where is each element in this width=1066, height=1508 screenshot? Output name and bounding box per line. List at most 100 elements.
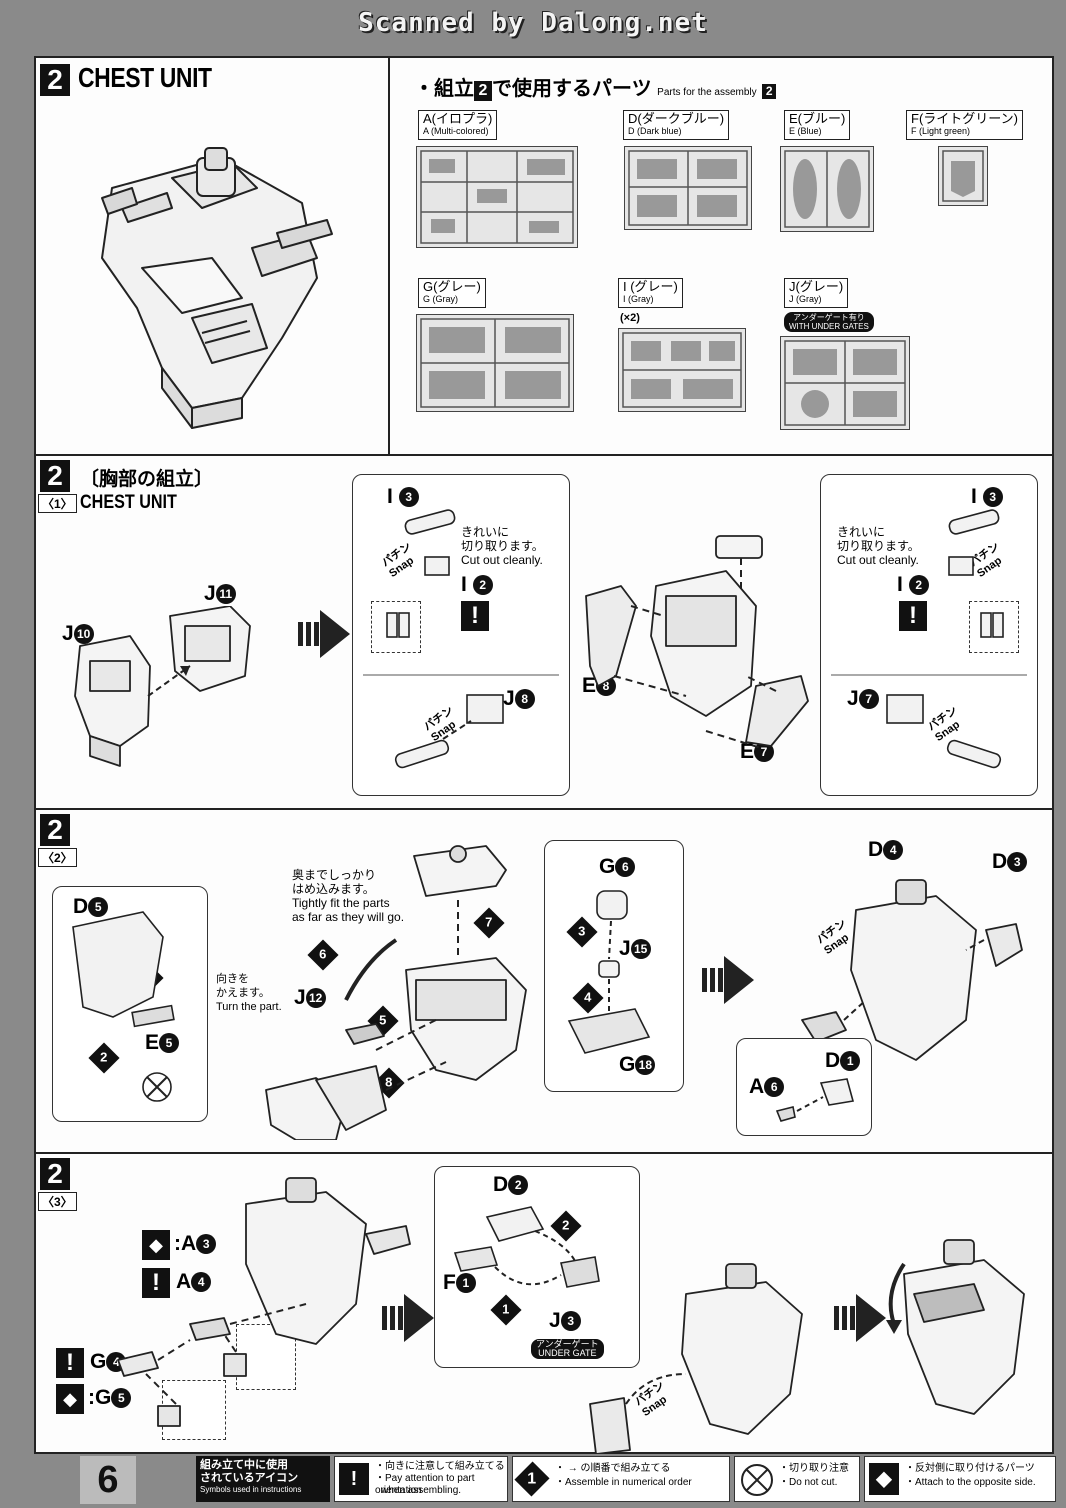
exclamation-icon: ! bbox=[339, 1463, 369, 1495]
a6-d1-drawing bbox=[775, 1078, 855, 1122]
runner-i-en: I (Gray) bbox=[623, 294, 654, 304]
runner-i-sprue bbox=[618, 328, 746, 412]
orientation-warning-icon-right: ! bbox=[899, 601, 927, 631]
d2-f1-j3-drawing bbox=[453, 1206, 600, 1288]
runner-d-sprue bbox=[624, 146, 752, 230]
runner-i-quantity: (×2) bbox=[620, 312, 640, 324]
legend-order-jp: ・ → の順番で組み立てる bbox=[555, 1463, 671, 1474]
step-1-badge: 2 bbox=[40, 460, 70, 492]
chest-core-assembly-drawing bbox=[585, 535, 809, 749]
parts-heading-step: 2 bbox=[474, 81, 492, 101]
cut-cleanly-note-left: きれいに切り取ります。Cut out cleanly. bbox=[461, 525, 544, 567]
orientation-icon-a4: ! bbox=[142, 1268, 170, 1298]
turn-part-note: 向きをかえます。Turn the part. bbox=[216, 973, 282, 1013]
part-label-i3-left: I 3 bbox=[387, 485, 419, 509]
opposite-side-icon-g5: ◆ bbox=[56, 1384, 84, 1414]
step-3-left-drawing bbox=[117, 1177, 411, 1427]
step-2-result-drawing bbox=[801, 879, 1023, 1061]
opposite-side-icon: ◆ bbox=[869, 1463, 899, 1495]
step-3-badge: 2 bbox=[40, 1158, 70, 1190]
runner-d-jp: D(ダークブルー) bbox=[628, 111, 725, 126]
legend-orientation-jp: ・向きに注意して組み立てる bbox=[375, 1461, 505, 1472]
step-2-sub: 〈2〉 bbox=[38, 848, 77, 867]
step-1-callout-right: I 3 きれいに切り取ります。Cut out cleanly. I 2 ! パチ… bbox=[820, 474, 1038, 796]
runner-label-j: J(グレー) J (Gray) bbox=[784, 278, 849, 308]
runner-f-jp: F(ライトグリーン) bbox=[911, 111, 1018, 126]
runner-label-f: F(ライトグリーン) F (Light green) bbox=[906, 110, 1023, 140]
legend-opposite-side: ◆ ・反対側に取り付けるパーツ ・Attach to the opposite … bbox=[864, 1456, 1056, 1502]
runner-g-jp: G(グレー) bbox=[423, 279, 481, 294]
runner-f-sprue bbox=[938, 146, 988, 206]
page-number: 6 bbox=[80, 1456, 136, 1504]
chest-unit-illustration bbox=[101, 147, 333, 429]
legend-title-en: Symbols used in instructions bbox=[200, 1485, 302, 1494]
sequence-icon: 1 bbox=[514, 1461, 550, 1497]
legend-title-jp-2: されているアイコン bbox=[200, 1472, 299, 1484]
d5-e5-drawing bbox=[72, 911, 175, 1102]
orientation-icon-g4: ! bbox=[56, 1348, 84, 1378]
orientation-warning-icon: ! bbox=[461, 601, 489, 631]
cut-cleanly-note-right: きれいに切り取ります。Cut out cleanly. bbox=[837, 525, 920, 567]
runner-label-e: E(ブルー) E (Blue) bbox=[784, 110, 851, 140]
runner-label-i: I (グレー) I (Gray) bbox=[618, 278, 683, 308]
runner-e-sprue bbox=[780, 146, 874, 232]
scan-banner: Scanned by Dalong.net bbox=[358, 8, 708, 38]
step-3-sub: 〈3〉 bbox=[38, 1192, 77, 1211]
runner-f-en: F (Light green) bbox=[911, 126, 971, 136]
step-1-title-jp: 〔胸部の組立〕 bbox=[80, 469, 214, 490]
g6-j15-g18-drawing bbox=[567, 890, 651, 1054]
icon-legend: 組み立て中に使用 されているアイコン Symbols used in instr… bbox=[80, 1456, 1056, 1504]
step-1-title-en: CHEST UNIT bbox=[80, 492, 177, 513]
runner-label-d: D(ダークブルー) D (Dark blue) bbox=[623, 110, 730, 140]
legend-opposite-en: ・Attach to the opposite side. bbox=[905, 1477, 1036, 1488]
j10-j11-assembly-drawing bbox=[74, 606, 251, 767]
unit-title-panel: 2 CHEST UNIT bbox=[36, 58, 390, 454]
runner-a-sprue bbox=[416, 146, 578, 248]
legend-orientation-en-2: when assembling. bbox=[381, 1485, 462, 1496]
legend-do-not-cut-en: ・Do not cut. bbox=[779, 1477, 838, 1488]
do-not-cut-icon bbox=[741, 1464, 773, 1496]
i3-i2-j7-parts-drawing bbox=[831, 509, 1027, 769]
legend-do-not-cut-jp: ・切り取り注意 bbox=[779, 1463, 849, 1474]
part-label-i3-right: I 3 bbox=[971, 485, 1003, 509]
parts-overview-section: 2 CHEST UNIT bbox=[36, 58, 1052, 456]
step-2-callout-left: D5 E5 1 2 bbox=[52, 886, 208, 1122]
runner-label-a: A(イロプラ) A (Multi-colored) bbox=[418, 110, 498, 140]
under-gates-badge: アンダーゲート有り WITH UNDER GATES bbox=[784, 312, 874, 332]
runner-d-en: D (Dark blue) bbox=[628, 126, 682, 136]
runner-a-en: A (Multi-colored) bbox=[423, 126, 489, 136]
legend-opposite-jp: ・反対側に取り付けるパーツ bbox=[905, 1463, 1035, 1474]
step-2-main-assembly-drawing bbox=[265, 845, 527, 1140]
legend-order-en: ・Assemble in numerical order bbox=[555, 1477, 692, 1488]
step-1-sub: 〈1〉 bbox=[38, 494, 77, 513]
legend-title-jp-1: 組み立て中に使用 bbox=[200, 1459, 288, 1471]
step-2-badge: 2 bbox=[40, 814, 70, 846]
part-label-i2-right: I 2 bbox=[897, 573, 929, 597]
step-3-flow-arrow-2 bbox=[834, 1294, 886, 1342]
runner-j-jp: J(グレー) bbox=[789, 279, 844, 294]
